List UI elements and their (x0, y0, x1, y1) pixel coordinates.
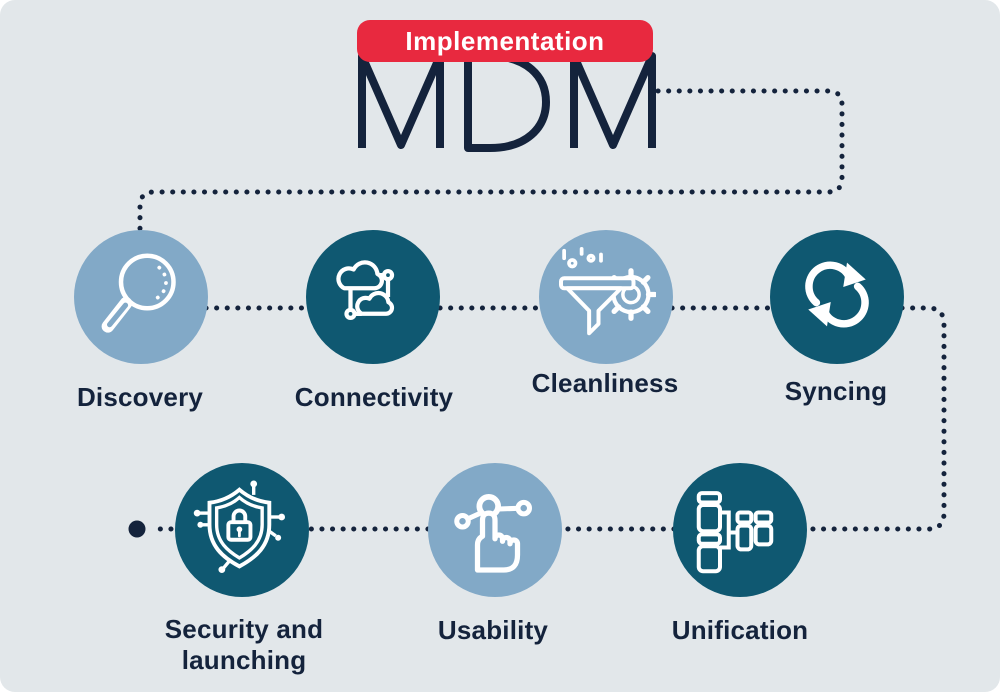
letter-m1 (358, 52, 444, 149)
shield-lock-icon (193, 480, 286, 574)
step-label-syncing: Syncing (784, 376, 888, 406)
badge-label: Implementation (405, 25, 605, 56)
step-circle-cleanliness (539, 230, 673, 364)
step-circle-syncing (770, 230, 904, 364)
step-circle-security (175, 463, 309, 597)
funnel-gear-icon (559, 247, 656, 336)
letter-m2 (570, 52, 656, 149)
letter-d (464, 52, 550, 152)
step-label-usability: Usability (437, 615, 549, 645)
falling-particles (562, 247, 603, 269)
step-label-security: Security and launching (164, 614, 324, 675)
magnifier-icon (101, 253, 176, 333)
merge-blocks-icon (696, 491, 774, 574)
page-title: MDM (0, 0, 1, 1)
step-circle-connectivity (306, 230, 440, 364)
clouds-network-icon (336, 260, 395, 320)
step-circle-discovery (74, 230, 208, 364)
implementation-badge: Implementation (357, 20, 653, 62)
block-rects (696, 491, 774, 574)
step-label-connectivity: Connectivity (294, 382, 454, 412)
mdm-title-lettering (358, 52, 656, 152)
step-circle-usability (428, 463, 562, 597)
step-label-unification: Unification (671, 615, 809, 645)
circuit-dots (193, 480, 286, 574)
touch-hand-icon (454, 494, 533, 573)
step-label-discovery: Discovery (76, 382, 204, 412)
step-label-cleanliness: Cleanliness (531, 368, 679, 398)
sync-arrows-icon (805, 261, 869, 328)
step-circle-unification (673, 463, 807, 597)
